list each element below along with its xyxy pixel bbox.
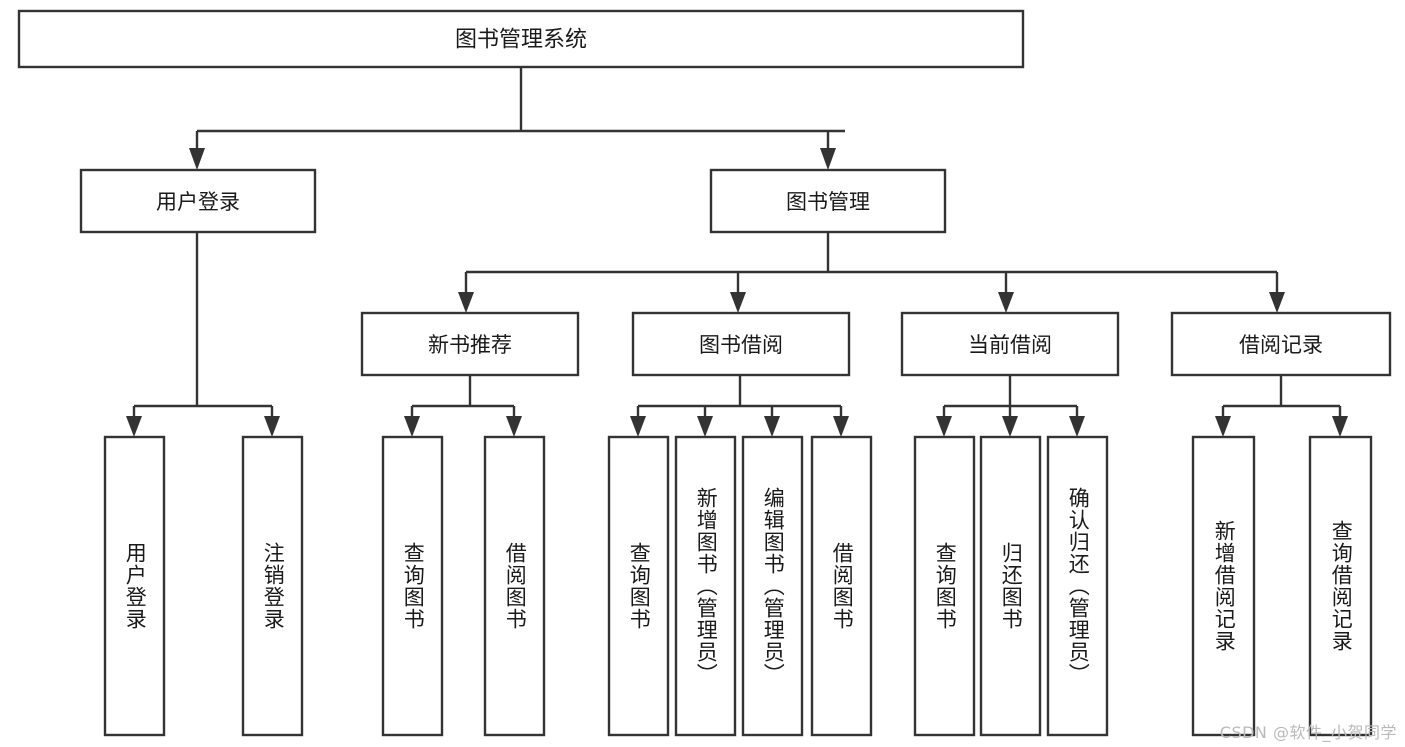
leaf-box-borrow-record-1[interactable]	[1308, 435, 1373, 737]
node-current-borrow-label: 当前借阅	[968, 333, 1052, 357]
leaf-box-book-borrow-0[interactable]	[607, 435, 670, 737]
leaf-box-current-borrow-0[interactable]	[913, 435, 976, 737]
leaf-box-user-login-0[interactable]	[103, 435, 166, 737]
node-borrow-record[interactable]: 借阅记录	[1170, 311, 1392, 377]
node-root-label: 图书管理系统	[455, 28, 587, 53]
connector-level2-to-level3	[458, 232, 1285, 313]
connector-borrowrecord-to-leaves	[1215, 375, 1348, 437]
node-user-login-label: 用户登录	[156, 190, 240, 214]
csdn-watermark: CSDN @软件_小贺同学	[1219, 723, 1397, 742]
leaf-box-current-borrow-2[interactable]	[1046, 435, 1109, 737]
leaf-box-new-book-0[interactable]	[381, 435, 444, 737]
leaf-box-current-borrow-1[interactable]	[979, 435, 1042, 737]
node-user-login[interactable]: 用户登录	[79, 168, 317, 234]
node-book-management-label: 图书管理	[786, 190, 870, 214]
node-book-management[interactable]: 图书管理	[709, 168, 947, 234]
connector-newbook-to-leaves	[404, 375, 522, 437]
leaf-box-book-borrow-1[interactable]	[674, 435, 737, 737]
connector-userlogin-to-leaves	[126, 232, 280, 437]
connector-currentborrow-to-leaves	[936, 375, 1085, 437]
connector-root-to-level2	[189, 67, 845, 170]
node-new-book-recommend[interactable]: 新书推荐	[360, 311, 580, 377]
leaf-box-borrow-record-0[interactable]	[1191, 435, 1256, 737]
node-current-borrow[interactable]: 当前借阅	[900, 311, 1120, 377]
leaf-box-user-login-1[interactable]	[241, 435, 304, 737]
leaf-box-book-borrow-3[interactable]	[810, 435, 873, 737]
leaf-box-book-borrow-2[interactable]	[741, 435, 804, 737]
node-borrow-record-label: 借阅记录	[1239, 333, 1323, 357]
node-book-borrow-label: 图书借阅	[699, 333, 783, 357]
connector-bookborrow-to-leaves	[630, 375, 849, 437]
node-new-book-recommend-label: 新书推荐	[428, 333, 512, 357]
node-book-borrow[interactable]: 图书借阅	[631, 311, 851, 377]
node-root[interactable]: 图书管理系统	[17, 9, 1025, 69]
leaf-box-new-book-1[interactable]	[483, 435, 546, 737]
